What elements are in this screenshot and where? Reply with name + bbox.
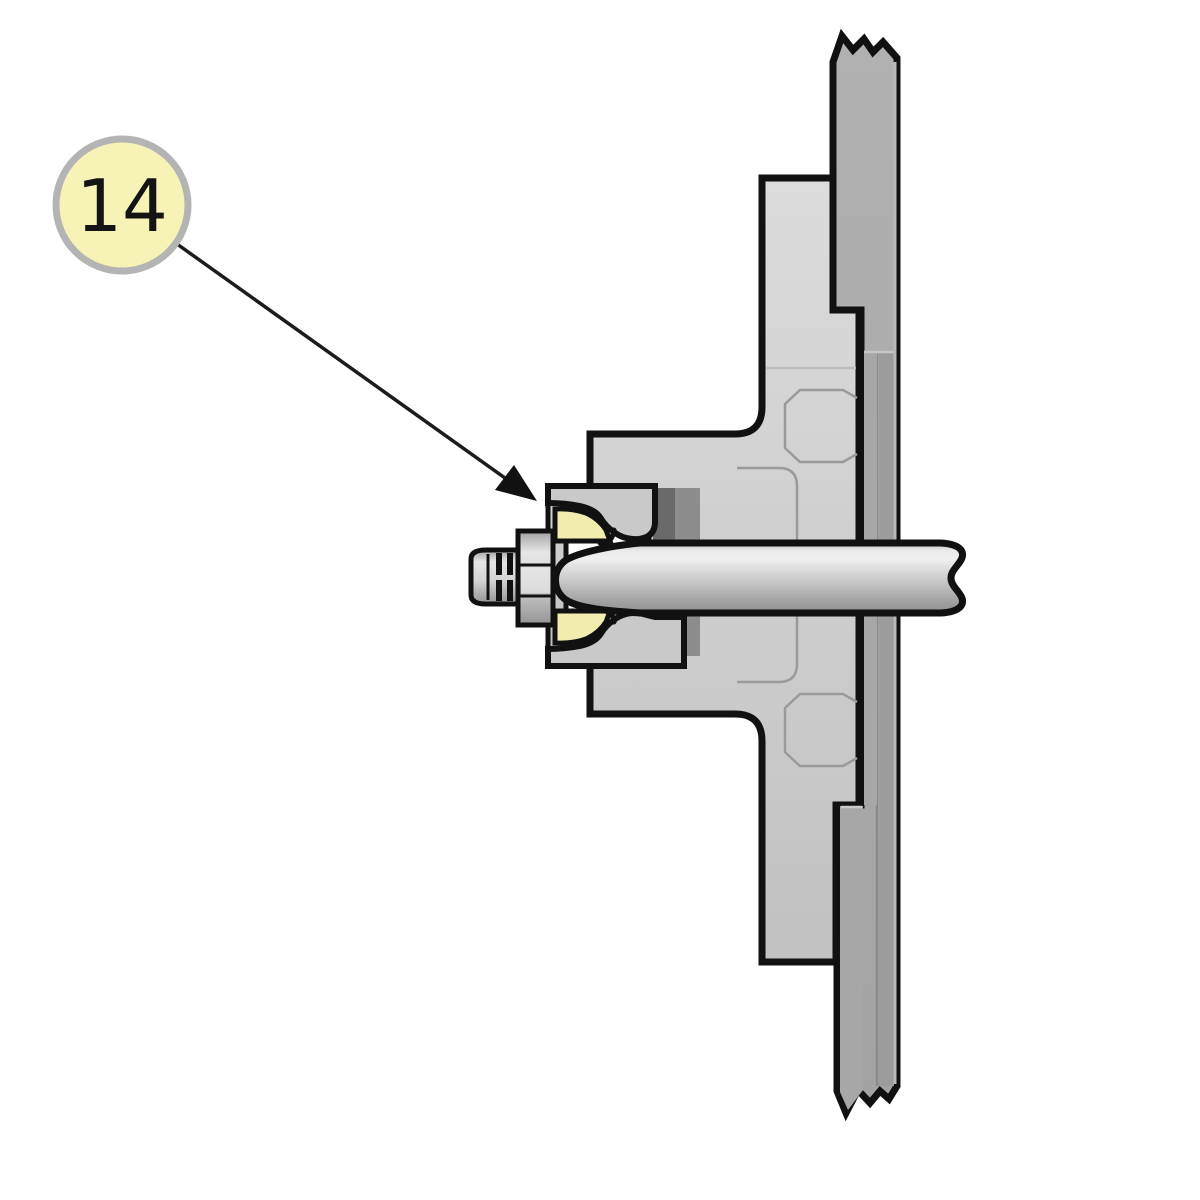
callout-balloon[interactable] [52, 135, 192, 275]
stud-thread-tick-1 [496, 553, 502, 575]
cup-washer-claw-tip-upper [597, 527, 617, 546]
callout-group[interactable]: 14 [52, 135, 537, 501]
rear-panel-back-column [879, 353, 894, 1086]
stud-thread-tick-4 [507, 580, 513, 601]
nut-facet-highlight [521, 568, 550, 593]
fastener-group [468, 528, 556, 628]
panel-front-strip-lower [840, 806, 863, 1110]
callout-arrowhead [495, 465, 537, 501]
callout-leader-line [175, 242, 514, 485]
hub-boss-contour-upper [783, 388, 858, 464]
drive-shaft [552, 539, 967, 617]
stud-thread-tick-3 [507, 553, 513, 575]
stud-thread-tick-2 [496, 580, 502, 601]
callout-number: 14 [76, 164, 168, 248]
threaded-stud [468, 547, 521, 607]
washer-highlight-lower[interactable] [552, 608, 614, 646]
washer-highlight-upper[interactable] [552, 506, 614, 544]
hub-boss-contour-lower [783, 692, 858, 768]
cup-washer-top-flange [545, 483, 658, 543]
drive-shaft-body [552, 539, 967, 617]
